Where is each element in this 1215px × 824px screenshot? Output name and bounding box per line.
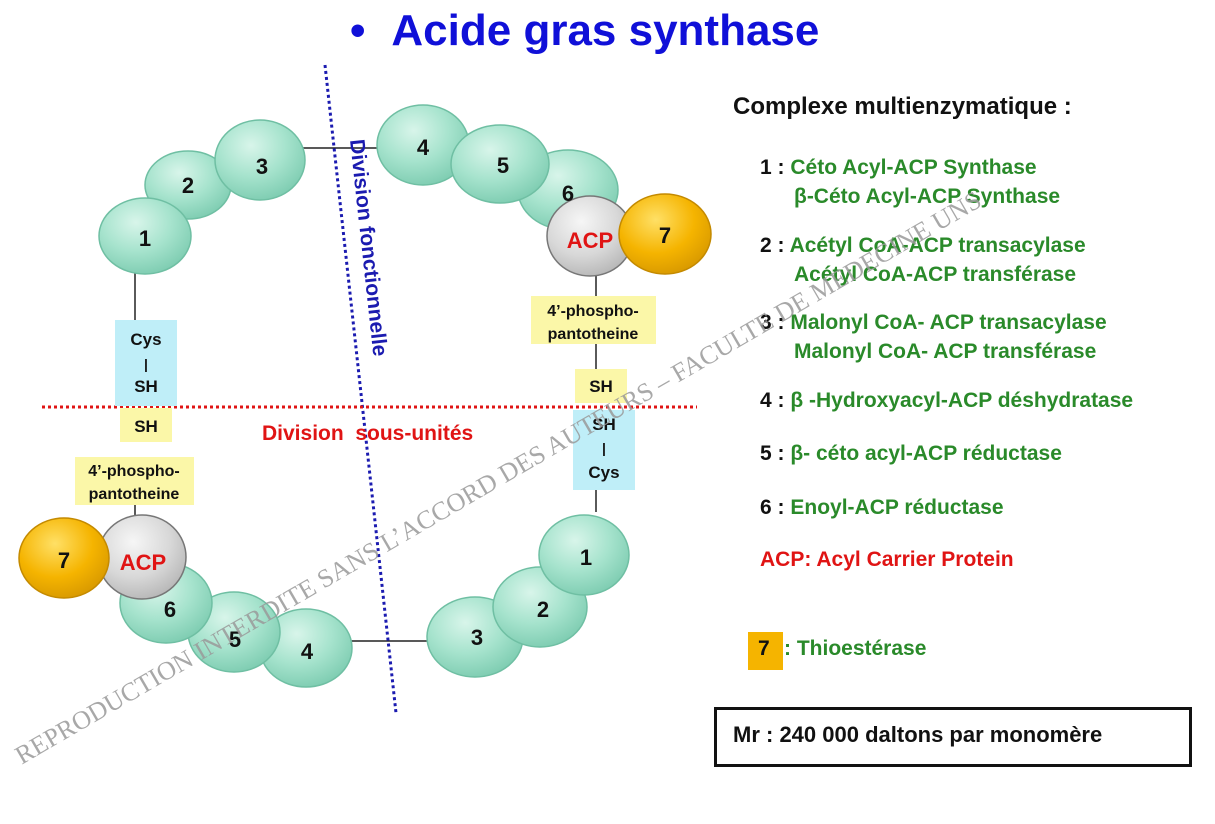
- label-domain-1: 1: [139, 226, 151, 251]
- label-domain-5: 5: [497, 153, 509, 178]
- domain-1: [98, 197, 192, 275]
- legend-item-2-line2: Acétyl CoA-ACP transférase: [794, 263, 1077, 286]
- phospho-right-line2: pantotheine: [548, 326, 639, 343]
- legend-num-4: 4 :: [760, 389, 785, 412]
- label-domain-5-lower: 5: [229, 627, 241, 652]
- label-domain-1-lower: 1: [580, 545, 592, 570]
- label-domain-4-lower: 4: [301, 639, 314, 664]
- legend-heading: Complexe multienzymatique :: [733, 93, 1072, 120]
- label-domain-6-lower: 6: [164, 597, 176, 622]
- legend-item-6: 6 : Enoyl-ACP réductase: [760, 493, 1004, 522]
- functional-division-line: [323, 64, 398, 714]
- legend-item-1: 1 : Céto Acyl-ACP Synthase β-Céto Acyl-A…: [760, 153, 1060, 211]
- thioesterase-num: 7: [758, 637, 770, 660]
- domain-7-lower: [18, 517, 110, 599]
- domain-3: [214, 119, 306, 201]
- acp-label-upper: ACP: [567, 228, 613, 253]
- dash-upper-left: |: [144, 356, 148, 372]
- domain-7-upper: [618, 193, 712, 275]
- label-domain-6: 6: [562, 181, 574, 206]
- label-domain-3: 3: [256, 154, 268, 179]
- legend-num-2: 2 :: [760, 234, 785, 257]
- sh-box-lower-left: [120, 408, 172, 442]
- label-domain-7-upper: 7: [659, 223, 671, 248]
- cys-label-upper-left: Cys: [130, 330, 161, 349]
- acp-label-lower: ACP: [120, 550, 166, 575]
- sh-label-upper-right: SH: [589, 377, 613, 396]
- legend-item-4-line1: β -Hydroxyacyl-ACP déshydratase: [790, 389, 1134, 412]
- sh-label-lower-right: SH: [592, 415, 616, 434]
- legend-num-5: 5 :: [760, 442, 785, 465]
- lower-right-subunit: [426, 514, 630, 678]
- molecular-weight-box: Mr : 240 000 daltons par monomère: [714, 707, 1192, 767]
- legend-item-1-line2: β-Céto Acyl-ACP Synthase: [794, 185, 1061, 208]
- cys-label-lower-right: Cys: [588, 463, 619, 482]
- legend-acp-definition: ACP: Acyl Carrier Protein: [760, 548, 1014, 571]
- sh-label-upper-left: SH: [134, 377, 158, 396]
- subunit-division-label: Division sous-unités: [262, 422, 473, 445]
- legend-item-4: 4 : β -Hydroxyacyl-ACP déshydratase: [760, 386, 1133, 415]
- legend-item-5: 5 : β- céto acyl-ACP réductase: [760, 439, 1062, 468]
- legend-item-3-line1: Malonyl CoA- ACP transacylase: [790, 311, 1107, 334]
- legend-item-6-line1: Enoyl-ACP réductase: [790, 496, 1004, 519]
- label-domain-3-lower: 3: [471, 625, 483, 650]
- cys-box-upper-left: [115, 320, 177, 406]
- upper-left-subunit: [98, 119, 306, 275]
- upper-right-subunit: [376, 104, 619, 231]
- domain-5: [450, 124, 550, 204]
- phospho-box-left: [75, 457, 194, 505]
- title-text: Acide gras synthase: [391, 6, 820, 55]
- thioesterase-label: : Thioestérase: [784, 637, 927, 660]
- phospho-right-line1: 4’-phospho-: [547, 303, 639, 320]
- page-title: • Acide gras synthase: [350, 6, 819, 56]
- phospho-box-right: [531, 296, 656, 344]
- legend-num-1: 1 :: [760, 156, 785, 179]
- legend-item-3: 3 : Malonyl CoA- ACP transacylase Malony…: [760, 308, 1107, 366]
- sh-label-lower-left: SH: [134, 417, 158, 436]
- legend-num-6: 6 :: [760, 496, 785, 519]
- domain-1-lower: [538, 514, 630, 596]
- dash-lower-right: |: [602, 440, 606, 456]
- label-domain-2-lower: 2: [537, 597, 549, 622]
- legend-item-1-line1: Céto Acyl-ACP Synthase: [790, 156, 1037, 179]
- thioesterase-swatch: [748, 632, 783, 670]
- label-domain-7-lower: 7: [58, 548, 70, 573]
- legend-item-5-line1: β- céto acyl-ACP réductase: [790, 442, 1062, 465]
- label-domain-4: 4: [417, 135, 430, 160]
- legend-item-3-line2: Malonyl CoA- ACP transférase: [794, 340, 1097, 363]
- phospho-left-line1: 4’-phospho-: [88, 463, 180, 480]
- cys-box-lower-right: [573, 410, 635, 490]
- title-bullet: •: [350, 6, 366, 55]
- legend-item-2-line1: Acétyl CoA-ACP transacylase: [789, 234, 1086, 257]
- legend-num-3: 3 :: [760, 311, 785, 334]
- legend-item-2: 2 : Acétyl CoA-ACP transacylase Acétyl C…: [760, 231, 1086, 289]
- sh-box-upper-right: [575, 369, 627, 403]
- label-domain-2: 2: [182, 173, 194, 198]
- phospho-left-line2: pantotheine: [89, 486, 180, 503]
